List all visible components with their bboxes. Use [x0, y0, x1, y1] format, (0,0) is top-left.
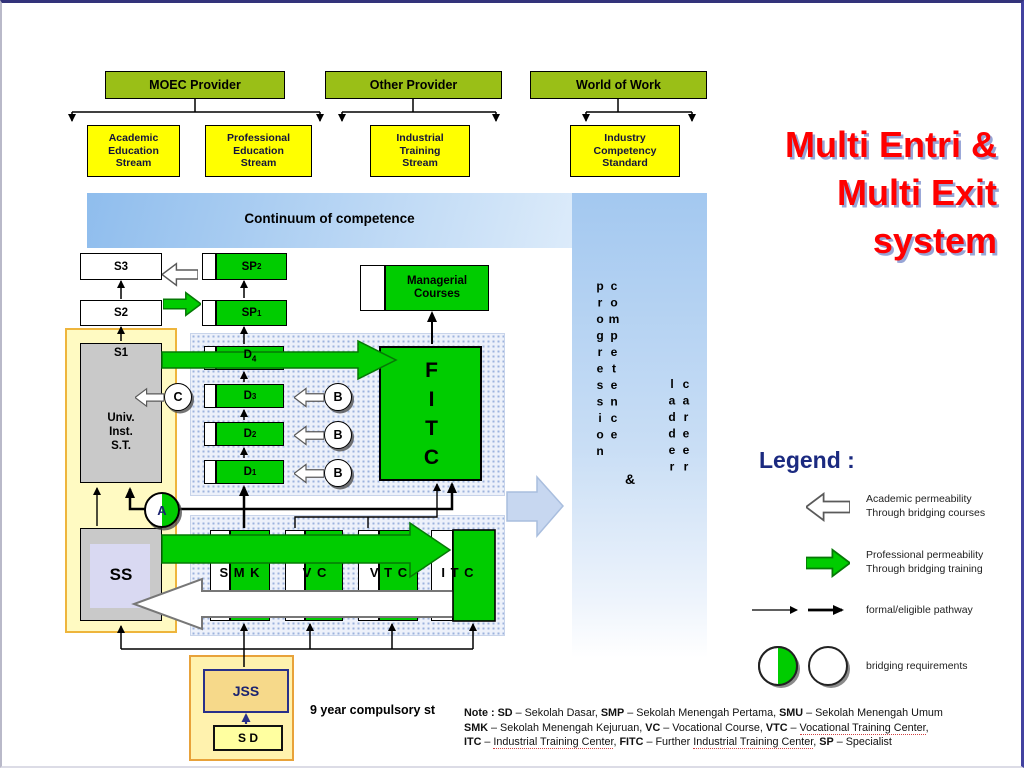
legend-item-bridging: bridging requirements	[866, 660, 968, 672]
jss-box: JSS	[203, 669, 289, 713]
ss-box: SS	[80, 528, 162, 621]
note-block: Note : SD – Sekolah Dasar, SMP – Sekolah…	[464, 706, 1021, 750]
exit-arrow-blue	[506, 475, 564, 539]
bridge-circle-b2: B	[324, 421, 352, 449]
d3-entry-strip	[204, 384, 216, 408]
d2-entry-strip	[204, 422, 216, 446]
academic-bridge-arrow-s3	[162, 262, 198, 287]
continuum-band	[87, 193, 572, 248]
d4-label: D4	[243, 349, 257, 364]
smk-label: S M K	[219, 565, 261, 580]
s3-box: S3	[80, 253, 162, 280]
axis-ampersand: &	[624, 471, 636, 487]
bridge-circle-c: C	[164, 383, 192, 411]
sd-box: S D	[213, 725, 283, 751]
university-box: S1 Univ. Inst. S.T.	[80, 343, 162, 483]
professional-bridge-arrow-sp1	[163, 291, 201, 317]
stream-box-industrial: Industrial Training Stream	[370, 125, 470, 177]
s2-box: S2	[80, 300, 162, 326]
legend-item-pathway: formal/eligible pathway	[866, 604, 973, 616]
provider-box-moec: MOEC Provider	[105, 71, 285, 99]
d3-label: D	[243, 390, 252, 402]
legend-professional-arrow-icon	[806, 548, 850, 578]
note-line-3: ITC – Industrial Training Center, FITC –…	[464, 736, 892, 750]
axis-panel	[572, 193, 707, 658]
note-line-1: Note : SD – Sekolah Dasar, SMP – Sekolah…	[464, 707, 943, 719]
provider-box-other: Other Provider	[325, 71, 502, 99]
competence-progression-axis: competence progression	[593, 279, 621, 461]
managerial-box: Managerial Courses	[385, 265, 489, 311]
sp1-label: SP	[241, 307, 257, 319]
slide-title: Multi Entri & Multi Exit system	[785, 124, 997, 261]
d2-label: D	[243, 428, 252, 440]
s1-label: S1	[113, 347, 129, 359]
bridge-circle-b1: B	[324, 383, 352, 411]
stream-box-professional: Professional Education Stream	[205, 125, 312, 177]
legend-academic-arrow-icon	[806, 492, 850, 522]
fitc-label: FITC	[420, 359, 443, 475]
legend-bridging-circles-icon	[758, 646, 850, 688]
compulsory-label: 9 year compulsory st	[310, 703, 436, 717]
sp2-entry-strip	[202, 253, 216, 280]
legend-title: Legend :	[759, 447, 855, 473]
sp1-sub: 1	[256, 308, 262, 318]
d1-entry-strip	[204, 460, 216, 484]
ss-label: SS	[109, 564, 133, 584]
bridge-circle-a: A	[144, 492, 180, 528]
note-line-2: SMK – Sekolah Menengah Kejuruan, VC – Vo…	[464, 721, 929, 735]
vc-label: V C	[302, 565, 328, 580]
legend-item-professional: Professional permeability Through bridgi…	[866, 549, 984, 575]
provider-box-world-of-work: World of Work	[530, 71, 707, 99]
legend-item-academic: Academic permeability Through bridging c…	[866, 493, 986, 519]
sp2-sub: 2	[256, 262, 262, 271]
bridge-circle-b3: B	[324, 459, 352, 487]
continuum-header: Continuum of competence	[244, 211, 415, 226]
managerial-entry-strip	[360, 265, 385, 311]
sp2-label: SP	[241, 260, 257, 273]
sp1-entry-strip	[202, 300, 216, 326]
itc-label: I T C	[441, 565, 475, 580]
vtc-label: V T C	[369, 565, 409, 580]
stream-box-industry-competency: Industry Competency Standard	[570, 125, 680, 177]
stream-box-academic: Academic Education Stream	[87, 125, 180, 177]
career-ladder-axis: career ladder	[665, 377, 693, 476]
d4-entry-strip	[204, 346, 216, 370]
org-chart-connectors	[68, 99, 696, 122]
university-label: Univ. Inst. S.T.	[107, 412, 135, 452]
d1-label: D	[243, 466, 252, 478]
